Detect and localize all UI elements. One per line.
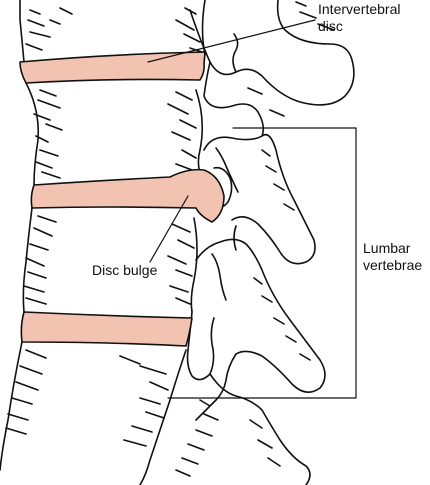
- intervertebral-disc-label-line1: Intervertebral: [318, 1, 401, 17]
- vertebral-body-bottom: [0, 341, 187, 485]
- lumbar-vertebrae-bracket: [167, 127, 357, 399]
- lumbar-vertebrae-label-line2: vertebrae: [363, 257, 423, 273]
- vertebral-body-lower: [22, 207, 198, 313]
- disc-top: [19, 51, 206, 84]
- leader-line-disc-bulge: [149, 195, 189, 263]
- intervertebral-disc-label-line2: disc: [318, 18, 343, 34]
- vertebra-posterior-upper: [201, 133, 316, 265]
- disc-middle: [30, 168, 225, 223]
- lumbar-vertebrae-label-line1: Lumbar: [363, 240, 411, 256]
- vertebra-posterior-bottom: [175, 353, 311, 485]
- leader-line-intervertebral-disc: [147, 19, 316, 63]
- disc-bottom: [20, 311, 193, 347]
- disc-bulge-label: Disc bulge: [92, 262, 158, 278]
- vertebral-body-upper: [25, 82, 204, 186]
- vertebra-posterior-lower: [186, 238, 326, 393]
- lumbar-vertebrae-label: Lumbar vertebrae: [363, 240, 422, 274]
- vertebra-posterior-top: [189, 0, 355, 137]
- intervertebral-disc-label: Intervertebral disc: [318, 1, 400, 35]
